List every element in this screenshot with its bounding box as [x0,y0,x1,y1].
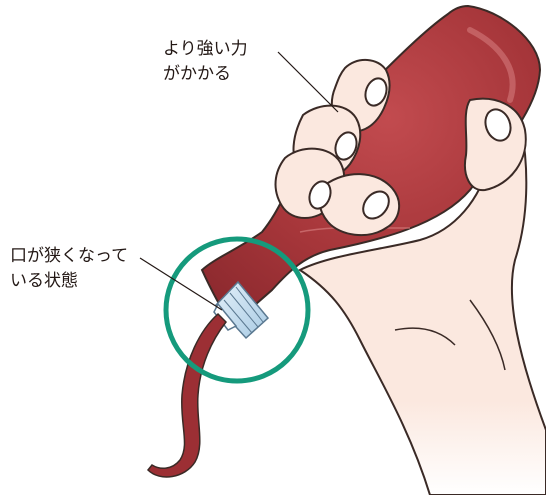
narrow-callout-line1: 口が狭くなって [10,246,128,266]
pressure-leader-line [278,52,338,112]
narrow-callout-line2: いる状態 [10,271,78,291]
pressure-callout-line2: がかかる [163,64,231,84]
pressure-callout-line1: より強い力 [163,39,248,59]
sauce-stream-icon [148,314,226,477]
pressure-callout: より強い力 がかかる [163,37,248,87]
narrow-opening-callout: 口が狭くなって いる状態 [10,244,128,294]
